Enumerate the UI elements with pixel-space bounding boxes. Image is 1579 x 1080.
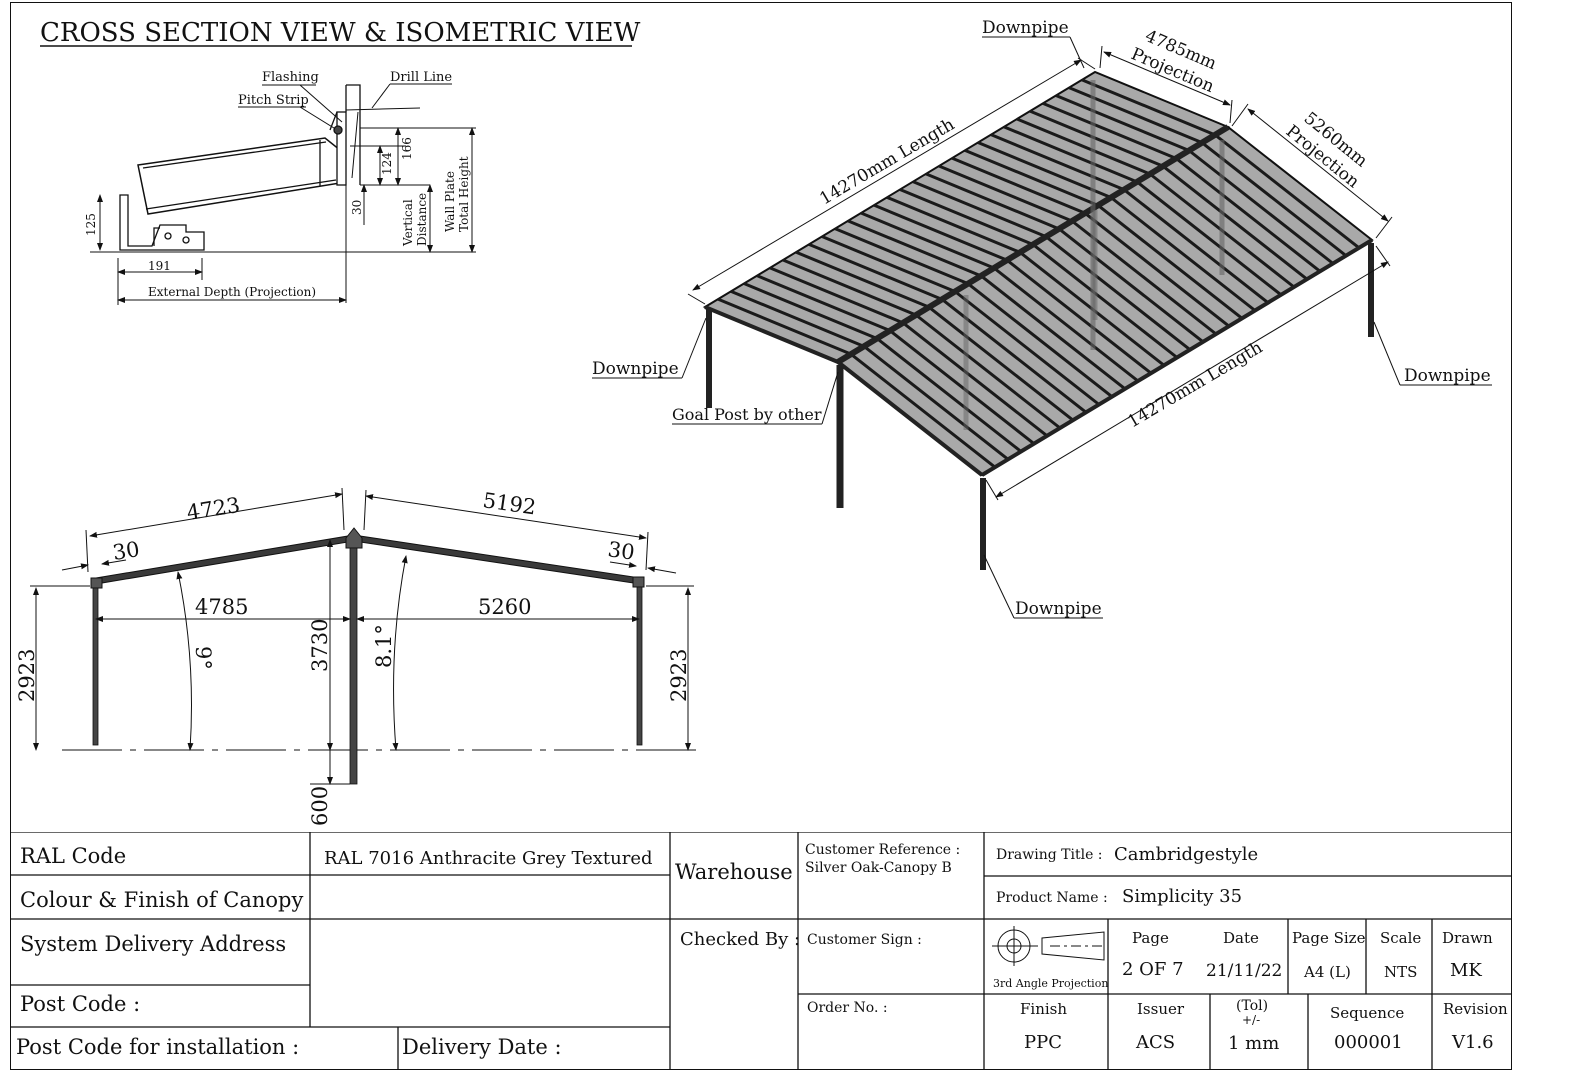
drawn-value: MK [1450,960,1482,981]
label-drill-line: Drill Line [390,70,452,85]
roof-rafter [717,297,852,356]
label-goal-post: Goal Post by other [672,405,822,424]
delivery-address-label: System Delivery Address [20,932,287,956]
roof-rafter [863,345,1009,461]
issuer-label: Issuer [1137,1000,1185,1018]
customer-reference-label: Customer Reference : [805,842,961,858]
drawing-title-label: Drawing Title : [996,847,1103,863]
label-wall-plate-1: Wall Plate [443,171,457,232]
drawing-title-value: Cambridgestyle [1114,844,1259,865]
dim-125: 125 [84,213,98,236]
label-vertical-1: Vertical [401,199,415,247]
projection-label: 3rd Angle Projection [993,977,1109,990]
tolerance-label: (Tol) [1236,998,1269,1014]
tolerance-value: 1 mm [1228,1033,1280,1054]
revision-value: V1.6 [1452,1032,1494,1053]
label-wall-plate-2: Total Height [457,156,471,232]
finish-label: Finish [1020,1000,1068,1018]
delivery-date-label: Delivery Date : [402,1035,562,1059]
dim-2923-left: 2923 [15,649,39,702]
drawing-heading: CROSS SECTION VIEW & ISOMETRIC VIEW [40,18,641,48]
sequence-label: Sequence [1330,1004,1405,1022]
roof-rafter [1162,164,1308,281]
scale-label: Scale [1380,929,1422,947]
dim-30: 30 [350,200,364,215]
colour-finish-label: Colour & Finish of Canopy [20,888,304,912]
front-elevation [30,487,700,785]
ral-code-value: RAL 7016 Anthracite Grey Textured [324,848,653,869]
title-block: RAL Code RAL 7016 Anthracite Grey Textur… [10,832,1512,1070]
issuer-value: ACS [1136,1032,1176,1053]
label-pitch-strip: Pitch Strip [238,93,309,108]
date-value: 21/11/22 [1206,961,1283,981]
label-downpipe-bottom: Downpipe [1015,599,1102,619]
dim-191: 191 [148,259,171,273]
label-flashing: Flashing [262,70,319,85]
finish-value: PPC [1024,1032,1062,1053]
drawn-label: Drawn [1442,929,1493,947]
angle-left: 9° [191,646,215,670]
dim-4723: 4723 [185,493,242,525]
scale-value: NTS [1384,963,1418,981]
date-label: Date [1223,929,1259,947]
roof-rafter [743,282,878,340]
order-no-label: Order No. : [807,1000,888,1016]
page-label: Page [1132,929,1169,947]
checked-by-label: Checked By : [680,929,801,950]
roof-rafter [850,352,996,469]
drawing-frame [10,2,1512,1070]
title-block-grid [10,832,1512,1070]
roof-rafter [730,289,865,348]
label-vertical-2: Distance [415,193,429,246]
page-size-label: Page Size [1292,929,1366,947]
dim-166: 166 [400,137,414,160]
post-code-label: Post Code : [20,992,141,1016]
dim-3730: 3730 [308,619,332,672]
label-downpipe-left: Downpipe [592,359,679,379]
dim-4785: 4785 [195,595,248,619]
post-code-install-label: Post Code for installation : [16,1035,300,1059]
dim-30-left: 30 [111,537,141,565]
customer-reference-value: Silver Oak-Canopy B [805,860,952,876]
label-downpipe-top: Downpipe [982,18,1069,38]
dim-5260: 5260 [478,595,531,619]
tolerance-sign: +/- [1242,1013,1261,1027]
isometric-view [592,36,1492,619]
ral-code-label: RAL Code [20,844,127,868]
dim-30-right: 30 [606,537,636,565]
page-size-value: A4 (L) [1304,963,1351,981]
dim-600: 600 [308,786,332,826]
label-external-depth: External Depth (Projection) [148,285,316,299]
drawing-canvas: CROSS SECTION VIEW & ISOMETRIC VIEW [15,18,1492,826]
revision-label: Revision [1443,1000,1508,1018]
warehouse-label: Warehouse [675,860,793,884]
page-value: 2 OF 7 [1122,959,1184,980]
product-name-value: Simplicity 35 [1122,886,1243,907]
dim-2923-right: 2923 [667,649,691,702]
label-downpipe-right: Downpipe [1404,366,1491,386]
sequence-value: 000001 [1334,1032,1403,1053]
angle-right: 8.1° [372,624,396,668]
dim-124: 124 [380,152,394,175]
customer-sign-label: Customer Sign : [807,932,922,948]
cross-section-detail [90,83,476,305]
product-name-label: Product Name : [996,890,1108,906]
